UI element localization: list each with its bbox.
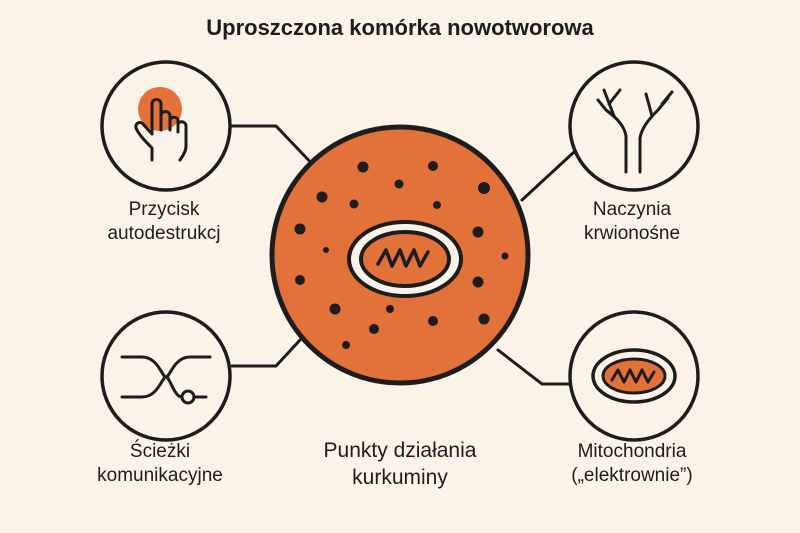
pathways-label-line2: komunikacyjne <box>97 464 223 486</box>
curcumin-targets-line1: Punkty działania <box>323 439 477 462</box>
connector-mitochondria <box>496 348 576 386</box>
mitochondria-label: Mitochondria („elektrownie”) <box>532 440 732 488</box>
blood-vessels-label: Naczynia krwionośne <box>532 198 732 246</box>
blood-vessels-node <box>568 60 700 192</box>
cell-dots <box>294 161 509 349</box>
connector-blood-vessels <box>520 150 576 202</box>
blood-vessels-label-line2: krwionośne <box>583 222 681 244</box>
dna-squiggle <box>376 248 430 268</box>
mitochondria-label-line1: Mitochondria <box>577 441 687 462</box>
curcumin-targets-line2: kurkuminy <box>352 466 448 490</box>
pathways-label-line1: Ścieżki <box>129 441 191 462</box>
signal-pathway-icon <box>120 355 212 405</box>
self-destruct-label-line1: Przycisk <box>128 199 200 220</box>
blood-vessels-label-line1: Naczynia <box>592 199 672 220</box>
connector-self-destruct <box>226 124 320 172</box>
mitochondrion-icon <box>591 348 677 404</box>
mitochondria-label-line2: („elektrownie”) <box>571 464 693 486</box>
connector-lines <box>226 124 576 386</box>
pressing-button-hand-icon <box>134 87 188 162</box>
diagram-title: Uproszczona komórka nowotworowa <box>206 15 594 40</box>
self-destruct-node <box>100 60 232 192</box>
connector-pathways <box>230 338 302 368</box>
self-destruct-label-line2: autodestrukcj <box>107 222 221 244</box>
blood-vessels-frame <box>568 60 700 192</box>
curcumin-targets-label: Punkty działania kurkuminy <box>290 437 510 492</box>
blood-vessel-icon <box>596 88 674 174</box>
cancer-cell <box>269 124 531 386</box>
mitochondria-node <box>568 310 700 442</box>
self-destruct-label: Przycisk autodestrukcj <box>64 198 264 246</box>
pathways-node <box>100 310 232 442</box>
pathways-label: Ścieżki komunikacyjne <box>60 440 260 488</box>
